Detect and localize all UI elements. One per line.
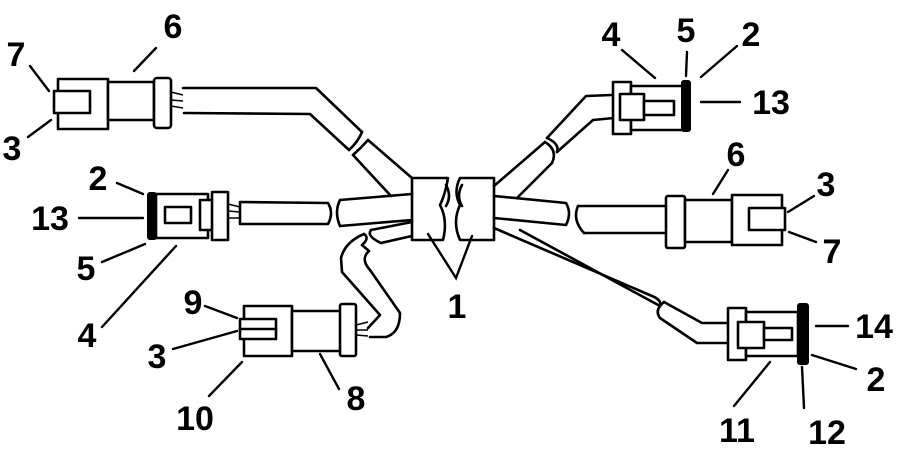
callout-13-upper-right: 13: [752, 84, 790, 122]
callout-13-middle-left: 13: [31, 200, 69, 238]
cable-middle-right: [492, 194, 668, 235]
connector-upper-left: [52, 76, 184, 131]
callout-5-upper-right: 5: [677, 12, 696, 50]
leader-lines: [26, 44, 858, 410]
callout-5-middle-left: 5: [77, 250, 96, 288]
callout-7-upper-left: 7: [7, 36, 26, 74]
callout-2-lower-right: 2: [867, 361, 886, 399]
callout-9: 9: [184, 284, 203, 322]
callout-8: 8: [347, 380, 366, 418]
connector-middle-right: [664, 193, 787, 250]
cable-middle-left: [238, 192, 414, 228]
connector-middle-left: [147, 190, 241, 242]
connector-lower: [238, 302, 369, 358]
callout-labels: 1 6 7 3 2 13 5 4 9 3 10 8 4 5 2 13 6 3 7…: [3, 8, 893, 452]
harness-junction-sleeves: [410, 176, 496, 242]
callout-2-middle-left: 2: [89, 160, 108, 198]
callout-6-middle-right: 6: [727, 136, 746, 174]
connector-lower-right: [726, 303, 809, 365]
callout-4-middle-left: 4: [78, 317, 97, 355]
cable-upper-left: [181, 86, 414, 198]
cable-lower-right: [492, 226, 730, 345]
callout-14: 14: [855, 308, 893, 346]
callout-11: 11: [719, 412, 755, 450]
cable-upper-right: [492, 93, 616, 200]
callout-3-lower: 3: [148, 338, 167, 376]
callout-2-upper-right: 2: [742, 16, 761, 54]
callout-1: 1: [448, 288, 467, 326]
callout-3-middle-right: 3: [817, 166, 836, 204]
callout-7-middle-right: 7: [823, 233, 842, 271]
callout-10: 10: [176, 400, 214, 438]
callout-6-upper-left: 6: [164, 8, 183, 46]
callout-3-upper-left: 3: [3, 130, 22, 168]
callout-12: 12: [808, 414, 846, 452]
connector-upper-right: [611, 80, 691, 136]
callout-4-upper-right: 4: [602, 16, 621, 54]
cable-lower-branch: [339, 220, 414, 339]
